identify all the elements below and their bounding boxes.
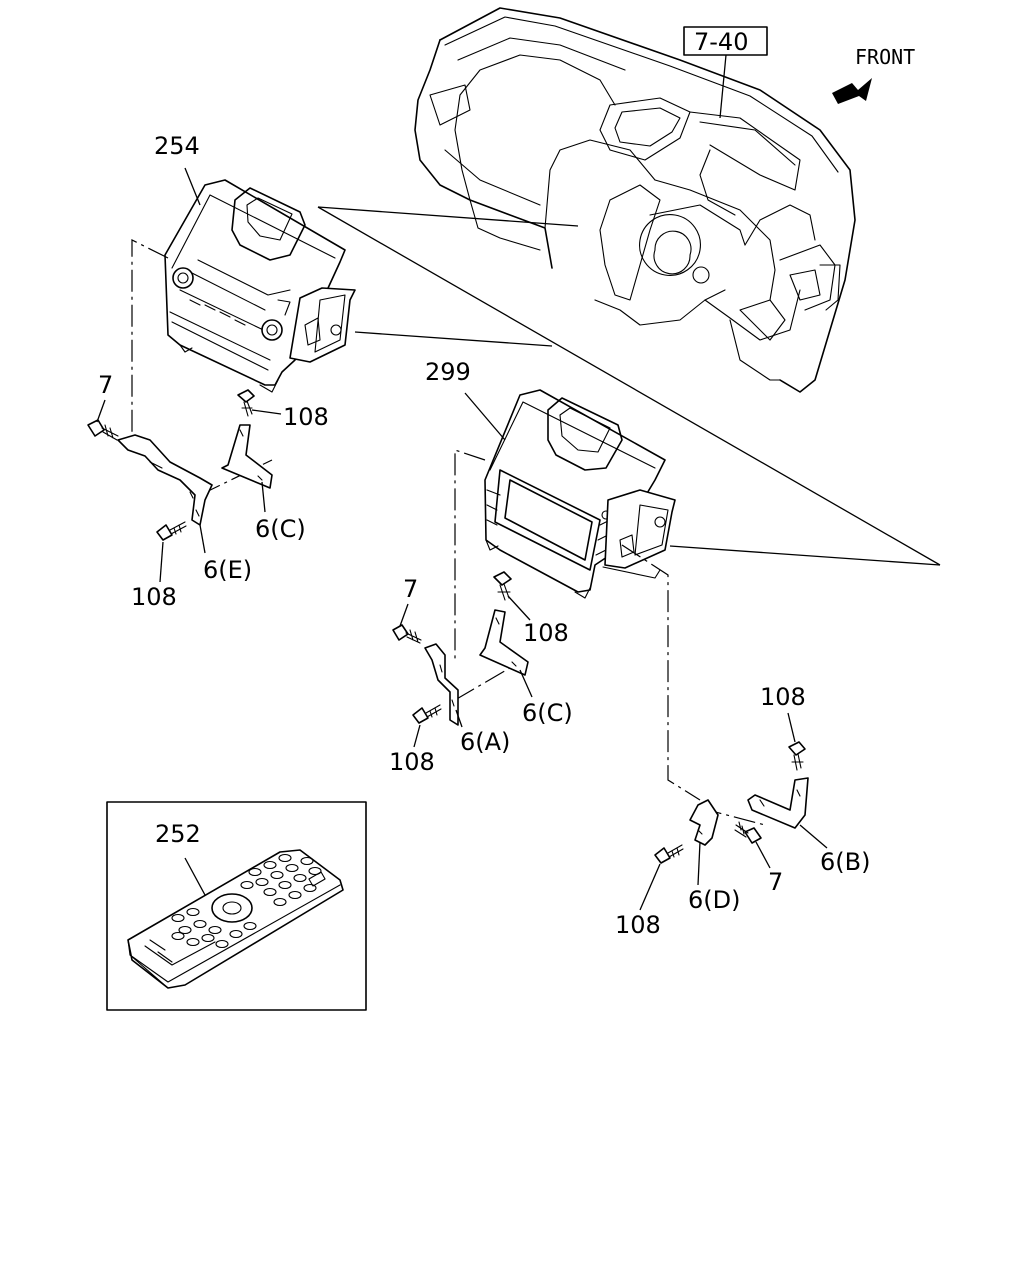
leader-cross	[317, 206, 941, 566]
bracket-6b-right	[747, 777, 809, 829]
screw-108-left-bottom	[156, 521, 187, 541]
callout-108-right-top: 108	[760, 683, 806, 711]
screw-7-right	[734, 821, 762, 844]
callout-299: 299	[425, 358, 471, 386]
callout-108-mid-bottom: 108	[389, 748, 435, 776]
callout-6d-right: 6(D)	[688, 886, 740, 914]
screw-108-right-bottom	[654, 844, 684, 864]
screw-108-left-top	[237, 389, 255, 417]
bracket-6e-left	[117, 434, 213, 526]
callout-108-left-top: 108	[283, 403, 329, 431]
navigation-unit-299	[484, 389, 676, 599]
front-arrow-icon	[832, 78, 872, 104]
screw-7-mid	[392, 624, 422, 644]
screw-108-mid-bottom	[412, 704, 442, 724]
callout-108-mid-top: 108	[523, 619, 569, 647]
front-label: FRONT	[855, 45, 915, 69]
leader-254-bottom	[354, 331, 553, 347]
reference-box-label: 7-40	[694, 28, 748, 56]
callout-6a-mid: 6(A)	[460, 728, 510, 756]
callout-6c-left: 6(C)	[255, 515, 306, 543]
reference-box: 7-40	[683, 26, 768, 119]
callout-7-left: 7	[98, 371, 113, 399]
audio-unit-254	[164, 179, 356, 393]
bracket-6d-right	[689, 799, 719, 846]
callout-108-right-bottom: 108	[615, 911, 661, 939]
screw-108-mid-top	[493, 571, 512, 601]
leader-254-to-panel	[317, 206, 579, 227]
leader-299-right	[669, 545, 941, 566]
callout-6b-right: 6(B)	[820, 848, 870, 876]
callout-108-left-bottom: 108	[131, 583, 177, 611]
screw-108-right-top	[788, 741, 806, 771]
bracket-6a-mid	[424, 643, 459, 726]
bracket-6c-mid	[479, 609, 529, 676]
callout-252: 252	[155, 820, 201, 848]
remote-control-box	[106, 801, 367, 1011]
callout-7-mid: 7	[403, 575, 418, 603]
remote-control-252	[127, 849, 344, 989]
callout-254: 254	[154, 132, 200, 160]
screw-7-left	[87, 419, 119, 441]
callout-6e-left: 6(E)	[203, 556, 252, 584]
callout-6c-mid: 6(C)	[522, 699, 573, 727]
bracket-6c-left	[221, 424, 273, 489]
callout-7-right: 7	[768, 868, 783, 896]
instrument-panel	[414, 7, 856, 393]
